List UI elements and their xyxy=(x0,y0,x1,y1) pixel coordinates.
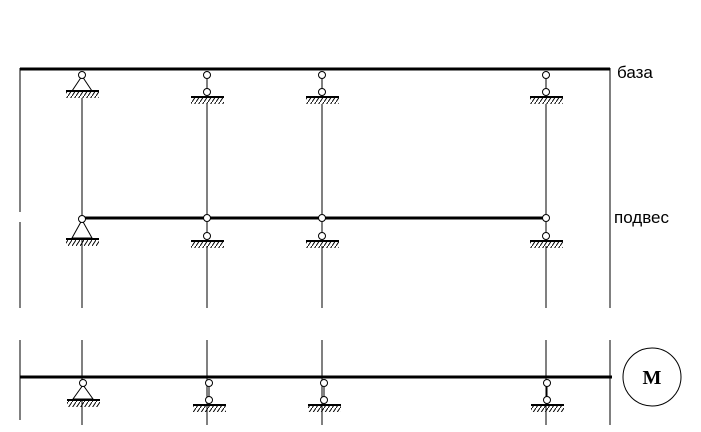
row1-roller-support-2 xyxy=(306,71,339,104)
row1-roller-support-3 xyxy=(530,71,563,104)
row1-roller-support-1 xyxy=(191,71,224,104)
row3-roller-support-3 xyxy=(531,379,564,412)
row3-fixed-hinge-support xyxy=(67,379,100,407)
row1-fixed-hinge-support xyxy=(66,71,99,98)
motor-label: M xyxy=(643,367,662,389)
suspension-label: подвес xyxy=(614,208,670,227)
row3-roller-support-1 xyxy=(193,379,226,412)
row2-roller-support-2 xyxy=(306,214,339,248)
row2-fixed-hinge-support xyxy=(66,215,99,246)
row2-roller-support-1 xyxy=(191,214,224,248)
row2-roller-support-3 xyxy=(530,214,563,248)
base-label: база xyxy=(617,63,653,82)
motor-circle xyxy=(622,347,682,407)
row3-roller-support-2 xyxy=(308,379,341,412)
